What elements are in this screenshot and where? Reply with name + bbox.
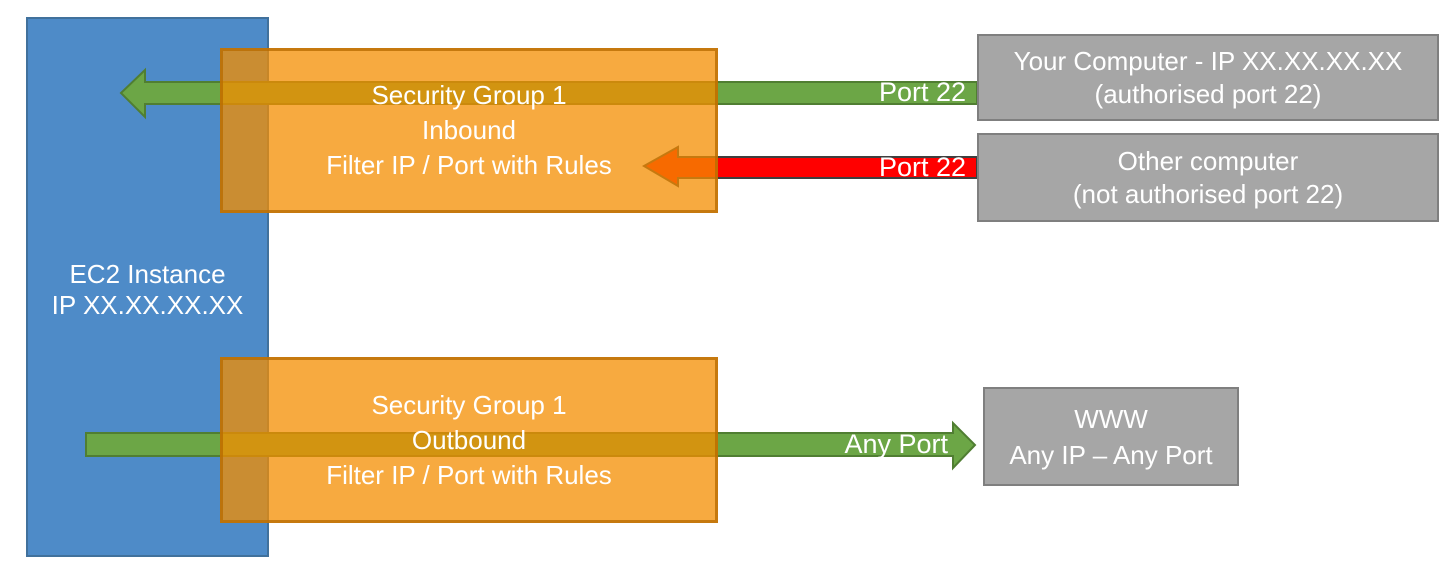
security-group-inbound-box: Security Group 1 Inbound Filter IP / Por… bbox=[220, 48, 718, 213]
ec2-instance-label: EC2 Instance IP XX.XX.XX.XX bbox=[28, 259, 267, 321]
your-computer-note: (authorised port 22) bbox=[1094, 78, 1322, 109]
sg-inbound-description: Filter IP / Port with Rules bbox=[326, 150, 612, 180]
sg-outbound-title: Security Group 1 bbox=[371, 389, 567, 420]
other-computer-box: Other computer (not authorised port 22) bbox=[977, 133, 1439, 222]
inbound-allowed-port-label: Port 22 bbox=[878, 77, 966, 107]
sg-inbound-title: Security Group 1 bbox=[371, 80, 567, 110]
www-note: Any IP – Any Port bbox=[1009, 439, 1213, 470]
www-box: WWW Any IP – Any Port bbox=[983, 387, 1239, 486]
outbound-port-label: Any Port bbox=[844, 429, 948, 459]
other-computer-note: (not authorised port 22) bbox=[1072, 178, 1344, 209]
your-computer-box: Your Computer - IP XX.XX.XX.XX (authoris… bbox=[977, 34, 1439, 121]
other-computer-title: Other computer bbox=[1117, 145, 1299, 176]
sg-outbound-direction: Outbound bbox=[411, 424, 527, 455]
security-group-outbound-box: Security Group 1 Outbound Filter IP / Po… bbox=[220, 357, 718, 523]
www-title: WWW bbox=[1074, 403, 1148, 434]
your-computer-title: Your Computer - IP XX.XX.XX.XX bbox=[1013, 45, 1403, 76]
inbound-denied-port-label: Port 22 bbox=[878, 152, 966, 182]
ec2-instance-ip: IP XX.XX.XX.XX bbox=[51, 290, 244, 320]
sg-inbound-direction: Inbound bbox=[422, 115, 516, 145]
ec2-instance-title: EC2 Instance bbox=[69, 259, 226, 289]
sg-outbound-description: Filter IP / Port with Rules bbox=[326, 459, 612, 490]
